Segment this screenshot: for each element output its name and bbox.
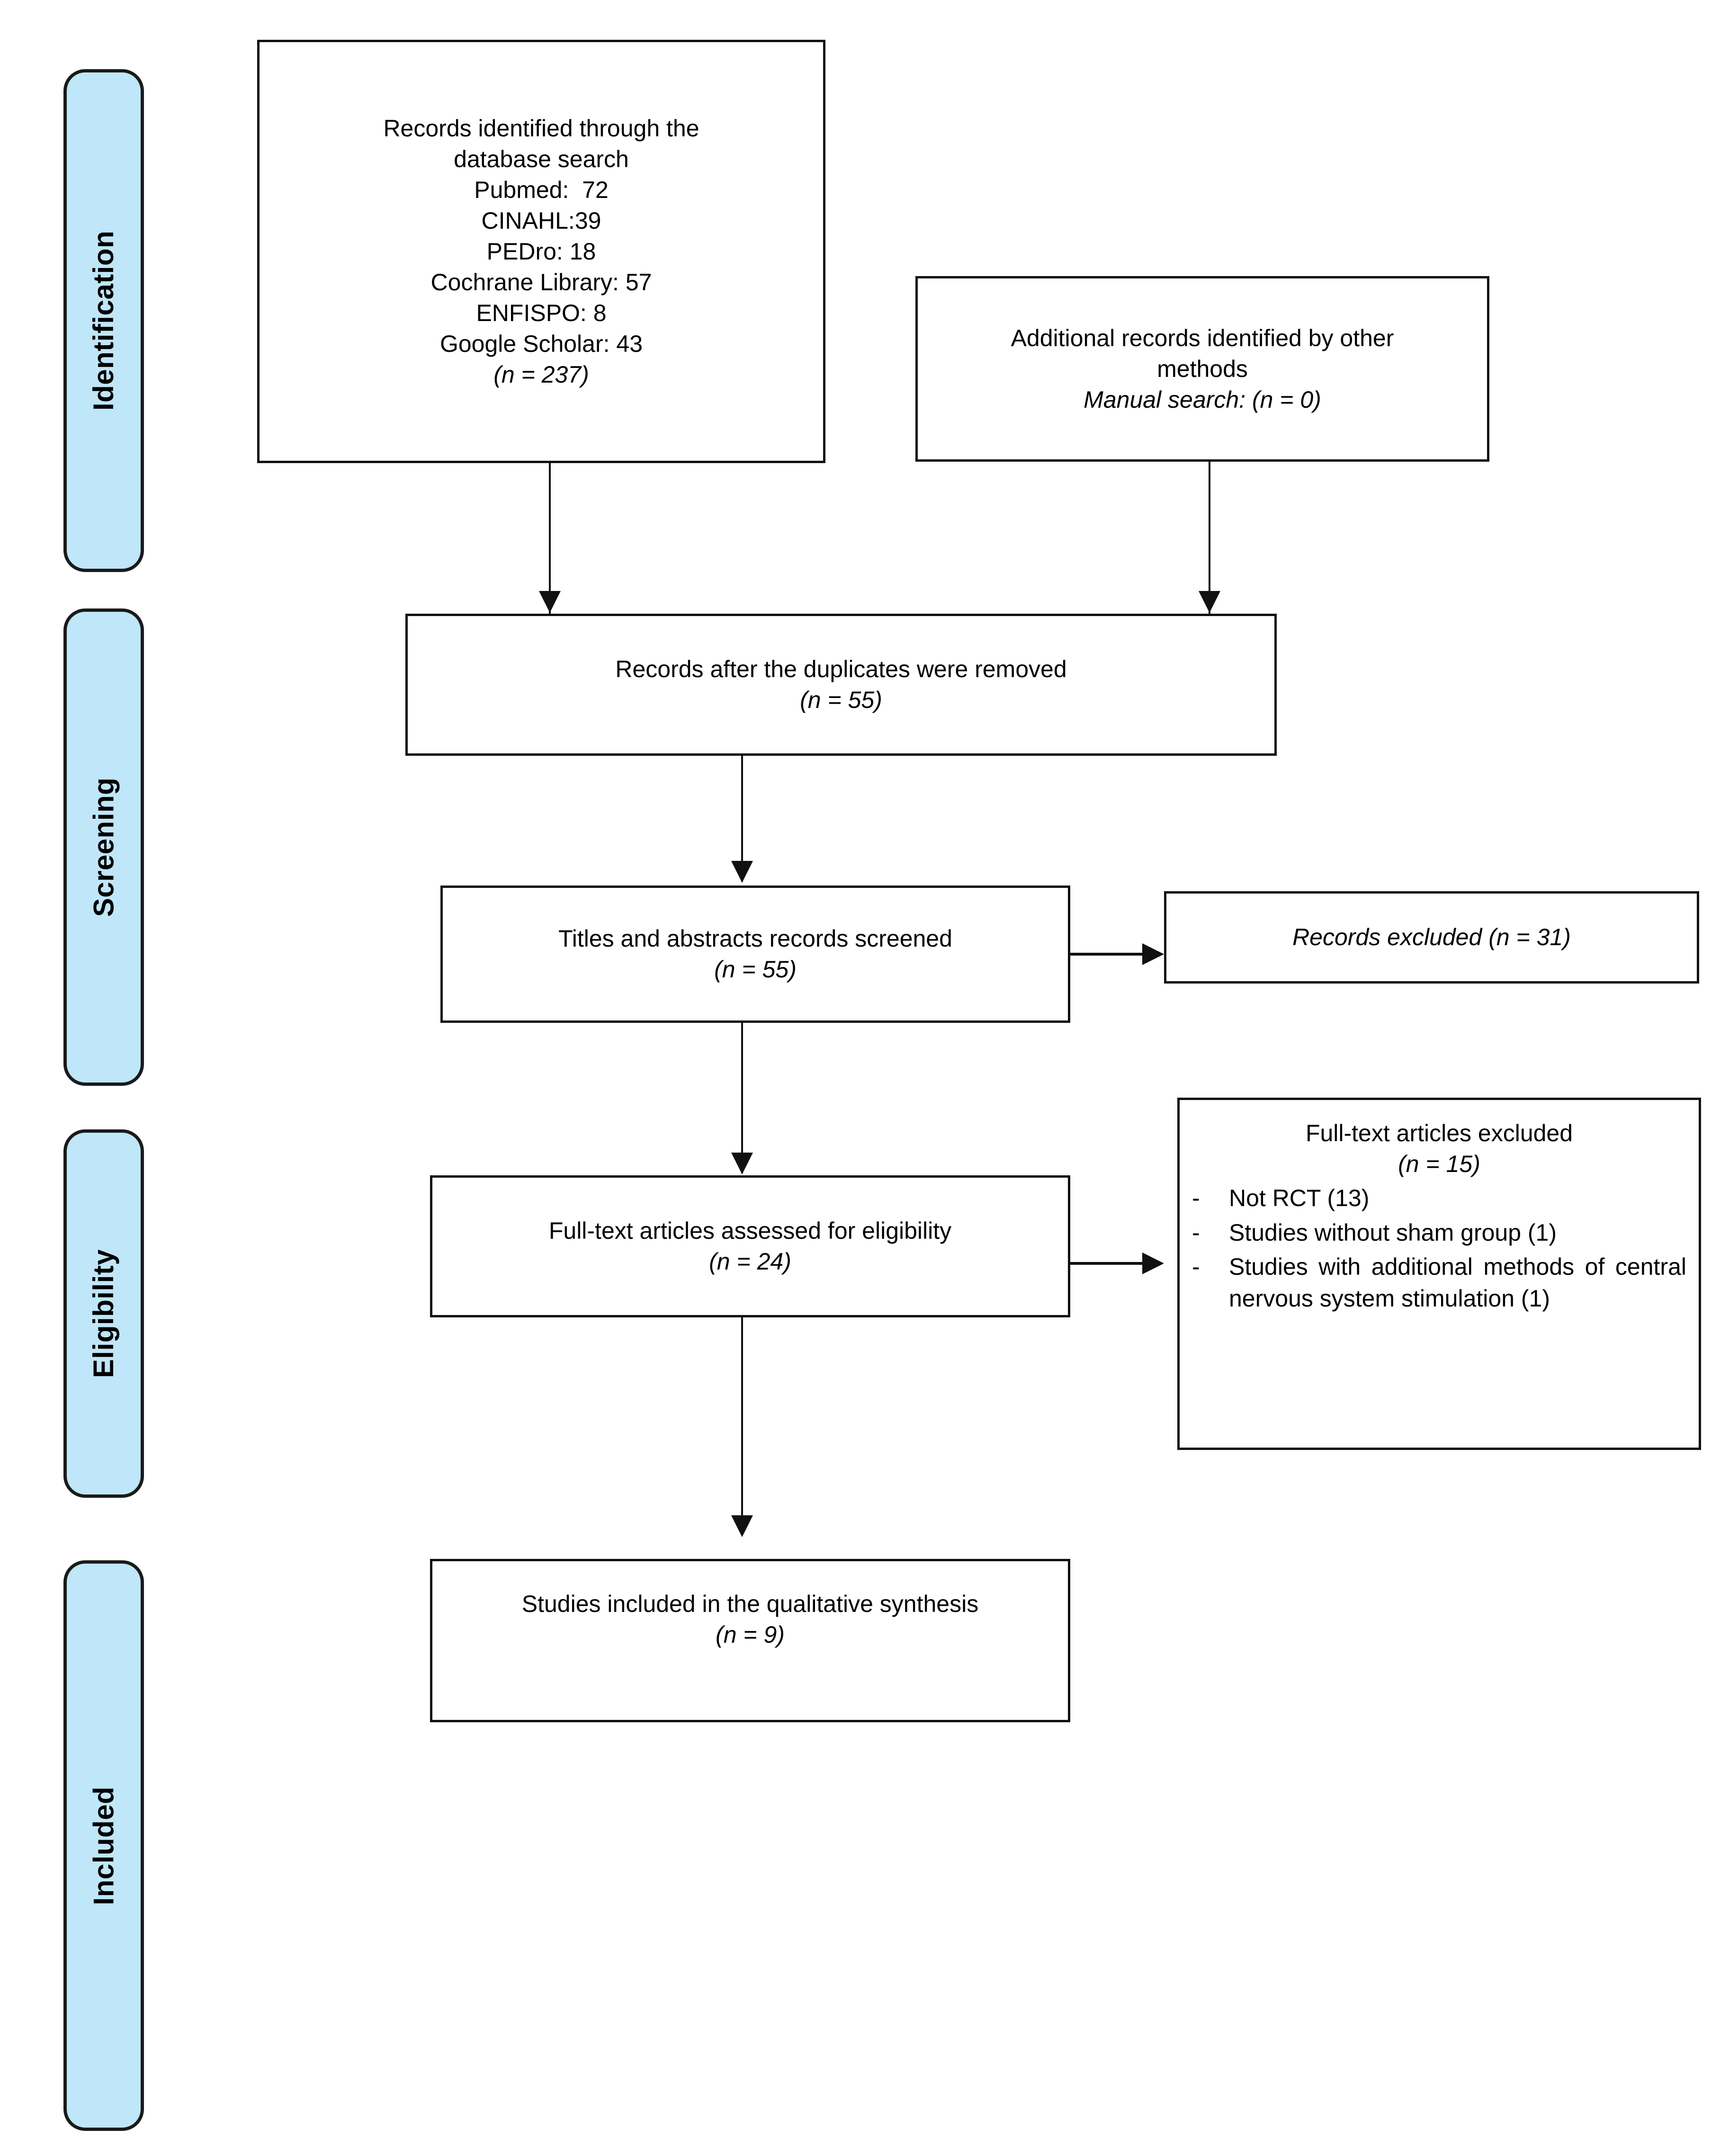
box-line: Full-text articles assessed for eligibil…	[548, 1217, 952, 1244]
box-count-line: (n = 55)	[800, 687, 882, 713]
arrowhead-eligibility-to-fulltext-excluded	[1142, 1252, 1164, 1274]
box-records-after-duplicates-removed: Records after the duplicates were remove…	[405, 614, 1277, 756]
box-count-line: Manual search: (n = 0)	[1084, 386, 1321, 413]
connector-line-duplicates-to-screened	[741, 756, 743, 882]
box-line: Records identified through the	[383, 115, 699, 142]
list-item: - Studies with additional methods of cen…	[1192, 1251, 1686, 1314]
list-item-label: Not RCT (13)	[1229, 1185, 1370, 1211]
box-line: Titles and abstracts records screened	[558, 925, 952, 952]
arrowhead-screened-to-excluded	[1142, 943, 1164, 965]
box-records-identified-database-search: Records identified through the database …	[257, 40, 825, 463]
box-line: Records excluded (n = 31)	[1292, 924, 1571, 950]
phase-bar-included: Included	[63, 1560, 144, 2131]
list-item-label: Studies with additional methods of centr…	[1229, 1253, 1686, 1312]
arrowhead-identification-to-duplicates	[539, 591, 561, 613]
bullet-dash: -	[1192, 1219, 1200, 1246]
box-count-line: (n = 9)	[716, 1621, 785, 1648]
list-item: - Not RCT (13)	[1192, 1182, 1686, 1214]
box-line: Google Scholar: 43	[439, 330, 643, 357]
connector-line-eligibility-to-included	[741, 1317, 743, 1535]
list-item: - Studies without sham group (1)	[1192, 1217, 1686, 1249]
box-titles-abstracts-screened: Titles and abstracts records screened (n…	[440, 886, 1070, 1023]
box-line: Studies included in the qualitative synt…	[521, 1591, 979, 1617]
bullet-dash: -	[1192, 1253, 1200, 1280]
box-line: database search	[454, 145, 629, 172]
box-full-text-assessed-eligibility: Full-text articles assessed for eligibil…	[430, 1175, 1070, 1317]
box-studies-included-qualitative-synthesis: Studies included in the qualitative synt…	[430, 1559, 1070, 1722]
connector-line-identification-to-duplicates	[549, 463, 551, 614]
box-line: methods	[1157, 355, 1248, 382]
connector-line-screened-to-excluded	[1070, 953, 1144, 956]
bullet-dash: -	[1192, 1185, 1200, 1211]
fulltext-excluded-count: (n = 15)	[1398, 1151, 1480, 1177]
box-count-line: (n = 55)	[714, 956, 797, 983]
box-line: Pubmed: 72	[474, 176, 609, 203]
box-line: Additional records identified by other	[1011, 324, 1394, 351]
box-line: Records after the duplicates were remove…	[615, 656, 1067, 682]
fulltext-excluded-heading: Full-text articles excluded	[1305, 1120, 1573, 1146]
box-full-text-articles-excluded: Full-text articles excluded (n = 15) - N…	[1177, 1098, 1701, 1450]
phase-label-eligibility: Eligibility	[88, 1249, 120, 1378]
box-line: CINAHL:39	[481, 207, 601, 234]
phase-label-identification: Identification	[88, 230, 119, 411]
box-count-line: (n = 24)	[709, 1248, 791, 1275]
arrowhead-screened-to-eligibility	[731, 1153, 753, 1174]
connector-line-screened-to-eligibility	[741, 1023, 743, 1173]
box-line: ENFISPO: 8	[476, 299, 607, 326]
arrowhead-other-methods-to-duplicates	[1199, 591, 1220, 613]
box-records-excluded: Records excluded (n = 31)	[1164, 891, 1699, 984]
phase-label-screening: Screening	[88, 777, 120, 917]
arrowhead-duplicates-to-screened	[731, 861, 753, 883]
connector-line-other-methods-to-duplicates	[1209, 462, 1210, 614]
fulltext-excluded-reason-list: - Not RCT (13) - Studies without sham gr…	[1192, 1180, 1686, 1314]
connector-line-eligibility-to-fulltext-excluded	[1070, 1262, 1144, 1265]
box-additional-records-other-methods: Additional records identified by other m…	[915, 276, 1489, 462]
box-count-line: (n = 237)	[493, 361, 589, 388]
box-line: PEDro: 18	[486, 238, 596, 265]
arrowhead-eligibility-to-included	[731, 1515, 753, 1537]
list-item-label: Studies without sham group (1)	[1229, 1219, 1557, 1246]
box-line: Cochrane Library: 57	[430, 268, 652, 295]
phase-bar-identification: Identification	[63, 69, 144, 572]
phase-bar-screening: Screening	[63, 608, 144, 1086]
phase-bar-eligibility: Eligibility	[63, 1129, 144, 1498]
phase-label-included: Included	[88, 1786, 119, 1905]
